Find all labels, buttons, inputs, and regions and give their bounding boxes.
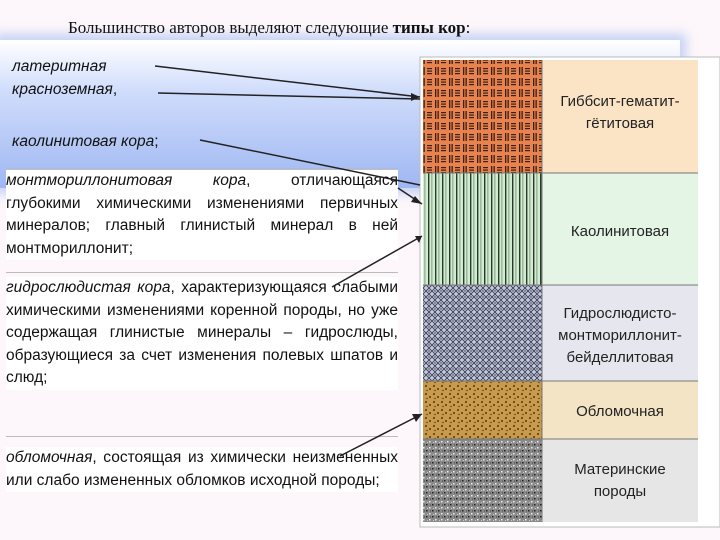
layer-parent-pattern <box>423 439 542 522</box>
item-term: латеритная <box>12 58 107 75</box>
title-text: Большинство авторов выделяют следующие <box>68 18 389 37</box>
pointer-krasnozem <box>157 92 421 100</box>
item-lateritic: латеритная <box>12 56 212 79</box>
layer-clastic-label-bg <box>542 381 698 439</box>
separator <box>6 272 398 273</box>
label-hydromica-1: Гидрослюдисто- <box>564 305 677 322</box>
title-bold-text: типы кор <box>392 18 466 37</box>
item-tail: ; <box>154 133 159 150</box>
label-hydromica-3: бейделлитовая <box>567 349 674 366</box>
item-term: каолинитовая кора <box>12 133 155 150</box>
item-tail: , отличающаяся глубокими химическими изм… <box>6 172 398 257</box>
item-montmorillonite: монтмориллонитовая кора, отличающаяся гл… <box>6 170 398 260</box>
arrowhead <box>411 196 422 204</box>
item-term: красноземная <box>12 81 113 98</box>
item-tail: , характеризующаяся слабыми химическими … <box>6 279 398 386</box>
layer-clastic-pattern <box>423 381 542 439</box>
title-tail: : <box>465 18 471 37</box>
pointer-kaolinite <box>199 139 421 186</box>
item-clastic: обломочная, состоящая из химически неизм… <box>6 447 398 492</box>
item-tail: , <box>112 81 118 98</box>
item-hydromica: гидрослюдистая кора, характеризующаяся с… <box>6 277 398 390</box>
layer-kaolinite-pattern <box>423 173 542 285</box>
label-hydromica-2: монтмориллонит- <box>558 327 682 344</box>
label-gibbsite-2: гётитовая <box>586 115 654 132</box>
item-krasnozem: красноземная, <box>12 79 212 102</box>
label-clastic: Обломочная <box>576 403 664 420</box>
separator <box>6 168 398 169</box>
label-kaolinite: Каолинитовая <box>571 223 669 240</box>
label-parent-2: породы <box>594 483 646 500</box>
layer-gibbsite-pattern <box>423 60 542 173</box>
label-parent-1: Материнские <box>574 461 666 478</box>
layer-hydromica-pattern <box>423 285 542 381</box>
item-term: обломочная <box>6 449 93 466</box>
arrowhead <box>412 414 422 422</box>
layer-hydromica-label-bg <box>542 285 698 381</box>
arrowhead <box>415 236 422 243</box>
arrowhead <box>411 93 420 101</box>
slide-title: Большинство авторов выделяют следующие т… <box>68 18 668 38</box>
item-kaolinite: каолинитовая кора; <box>12 131 272 154</box>
pointer-hydromica <box>331 235 423 288</box>
separator <box>6 436 398 437</box>
item-term: гидрослюдистая кора <box>6 279 171 296</box>
label-gibbsite-1: Гиббсит-гематит- <box>560 93 679 110</box>
layer-parent-label-bg <box>542 439 698 522</box>
layer-gibbsite-label-bg <box>542 60 698 173</box>
pointer-clastic <box>339 413 423 457</box>
layer-kaolinite-label-bg <box>542 173 698 285</box>
item-term: монтмориллонитовая кора <box>6 172 247 189</box>
pointer-lateritic <box>154 65 421 98</box>
item-tail: , состоящая из химически неизмененных ил… <box>6 449 398 489</box>
